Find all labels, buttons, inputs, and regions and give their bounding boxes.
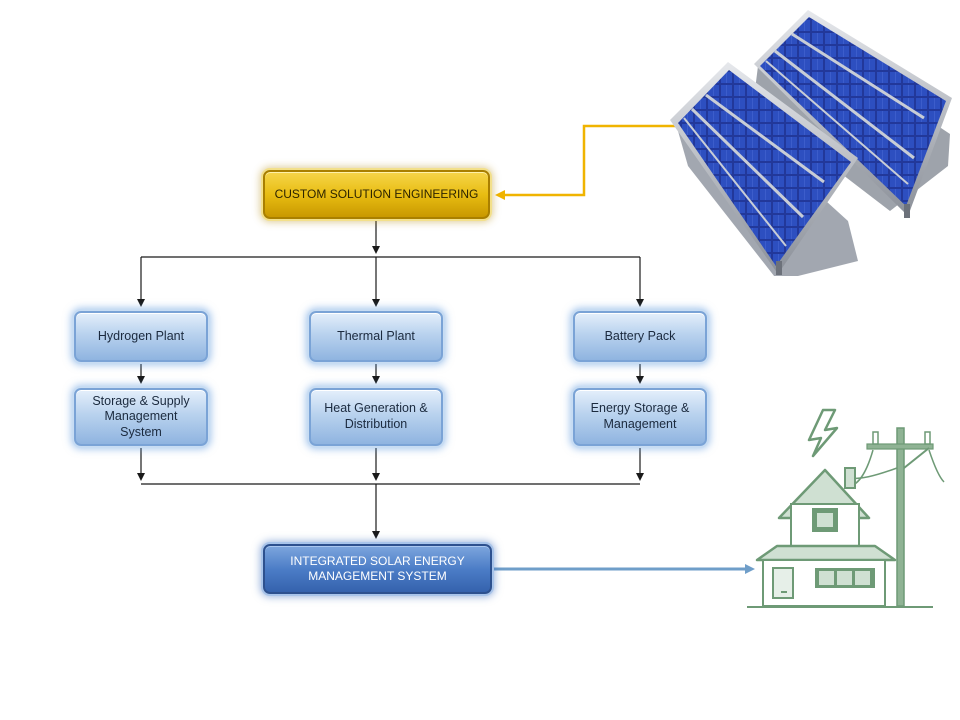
battery-pack-label: Battery Pack (604, 328, 676, 343)
custom-solution-engineering-box: CUSTOM SOLUTION ENGINEERING (263, 170, 490, 219)
integrated-solar-energy-management-box: INTEGRATED SOLAR ENERGY MANAGEMENT SYSTE… (263, 544, 492, 594)
house-power-line-icon (747, 408, 945, 608)
integrated-solar-energy-management-label: INTEGRATED SOLAR ENERGY MANAGEMENT SYSTE… (290, 554, 465, 583)
energy-storage-management-box: Energy Storage & Management (573, 388, 707, 446)
storage-supply-management-label: Storage & Supply Management System (92, 393, 190, 439)
battery-pack-box: Battery Pack (573, 311, 707, 362)
solar-panels-icon (670, 10, 952, 276)
solar-feed-arrow (495, 124, 678, 200)
thermal-plant-box: Thermal Plant (309, 311, 443, 362)
storage-supply-management-box: Storage & Supply Management System (74, 388, 208, 446)
lightning-bolt-icon (807, 408, 839, 458)
custom-solution-engineering-label: CUSTOM SOLUTION ENGINEERING (274, 187, 479, 201)
thermal-plant-label: Thermal Plant (337, 328, 415, 343)
heat-generation-distribution-box: Heat Generation & Distribution (309, 388, 443, 446)
energy-storage-management-label: Energy Storage & Management (590, 401, 690, 431)
hydrogen-plant-label: Hydrogen Plant (97, 328, 185, 343)
hydrogen-plant-box: Hydrogen Plant (74, 311, 208, 362)
heat-generation-distribution-label: Heat Generation & Distribution (324, 401, 428, 431)
